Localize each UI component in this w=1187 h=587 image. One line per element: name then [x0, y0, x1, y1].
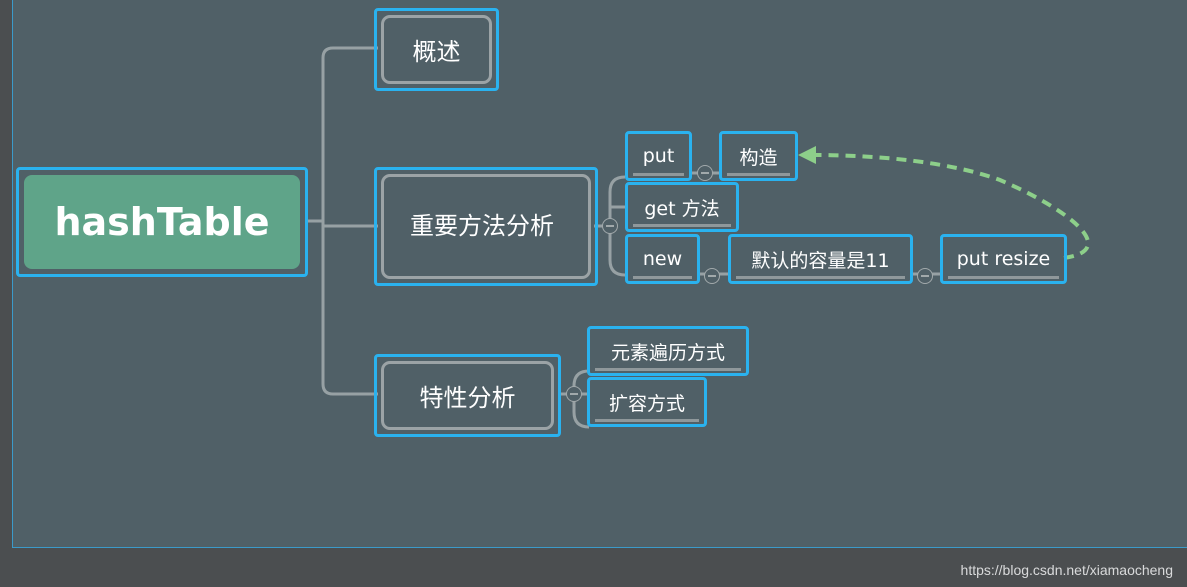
collapse-toggle-default-capacity[interactable] [917, 268, 933, 284]
root-topic[interactable]: hashTable [16, 167, 308, 277]
topic-new[interactable]: new [625, 234, 700, 284]
underline [948, 276, 1059, 279]
topic-methods[interactable]: 重要方法分析 [374, 167, 598, 286]
topic-construct-label: 构造 [739, 146, 778, 169]
collapse-toggle-features[interactable] [566, 386, 582, 402]
collapse-toggle-methods[interactable] [602, 218, 618, 234]
topic-construct[interactable]: 构造 [719, 131, 798, 181]
root-topic-label: hashTable [24, 175, 300, 269]
topic-expand[interactable]: 扩容方式 [587, 377, 707, 427]
topic-default-capacity[interactable]: 默认的容量是11 [728, 234, 913, 284]
topic-default-capacity-label: 默认的容量是11 [751, 249, 890, 272]
topic-traverse-label: 元素遍历方式 [610, 341, 725, 364]
topic-overview-label: 概述 [381, 15, 492, 84]
topic-traverse[interactable]: 元素遍历方式 [587, 326, 749, 376]
collapse-toggle-new[interactable] [704, 268, 720, 284]
topic-expand-label: 扩容方式 [608, 392, 685, 415]
topic-overview[interactable]: 概述 [374, 8, 499, 91]
underline [595, 368, 741, 371]
underline [727, 173, 790, 176]
topic-features[interactable]: 特性分析 [374, 354, 561, 437]
underline [595, 419, 699, 422]
topic-new-label: new [642, 248, 683, 270]
underline [633, 173, 684, 176]
watermark-text: https://blog.csdn.net/xiamaocheng [960, 562, 1173, 578]
topic-put-resize[interactable]: put resize [940, 234, 1067, 284]
topic-get[interactable]: get 方法 [625, 182, 739, 232]
collapse-toggle-put[interactable] [697, 165, 713, 181]
topic-put-label: put [642, 145, 675, 167]
topic-get-label: get 方法 [644, 197, 720, 220]
topic-methods-label: 重要方法分析 [381, 174, 591, 279]
underline [633, 224, 731, 227]
underline [736, 276, 905, 279]
topic-put[interactable]: put [625, 131, 692, 181]
underline [633, 276, 692, 279]
topic-put-resize-label: put resize [956, 248, 1051, 270]
topic-features-label: 特性分析 [381, 361, 554, 430]
